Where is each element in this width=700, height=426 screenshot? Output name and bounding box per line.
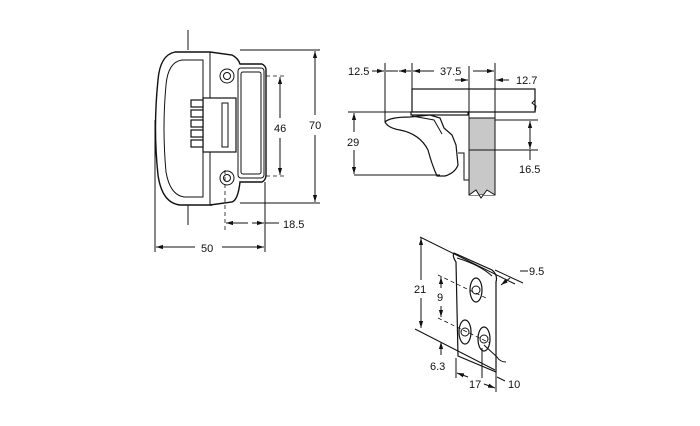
dim-6-3: 6.3	[430, 361, 445, 373]
dim-12-7: 12.7	[516, 75, 537, 87]
dim-46: 46	[274, 123, 286, 135]
dim-9: 9	[437, 292, 443, 304]
worktop	[411, 88, 536, 113]
latch-block	[202, 97, 237, 153]
dim-18-5: 18.5	[283, 219, 304, 231]
bracket-view: 21 9 6.3 17 10 9.5	[414, 236, 544, 392]
dim-37-5: 37.5	[440, 66, 461, 78]
handle-profile	[384, 114, 459, 177]
dim-70: 70	[309, 120, 321, 132]
front-view: 70 46 18.5 50	[154, 30, 321, 255]
dim-16-5: 16.5	[519, 164, 540, 176]
dim-9-5: 9.5	[529, 266, 544, 278]
dim-21: 21	[414, 284, 426, 296]
dim-50: 50	[201, 243, 213, 255]
dim-29: 29	[347, 137, 359, 149]
dim-17: 17	[469, 379, 481, 391]
back-plate	[209, 51, 267, 206]
latch-teeth	[190, 99, 204, 148]
door-panel	[468, 117, 496, 196]
dim-10: 10	[508, 379, 520, 391]
mounting-bracket	[452, 252, 498, 373]
dim-12-5: 12.5	[348, 66, 369, 78]
side-view: 12.5 37.5 12.7 29 16.5	[347, 63, 540, 199]
